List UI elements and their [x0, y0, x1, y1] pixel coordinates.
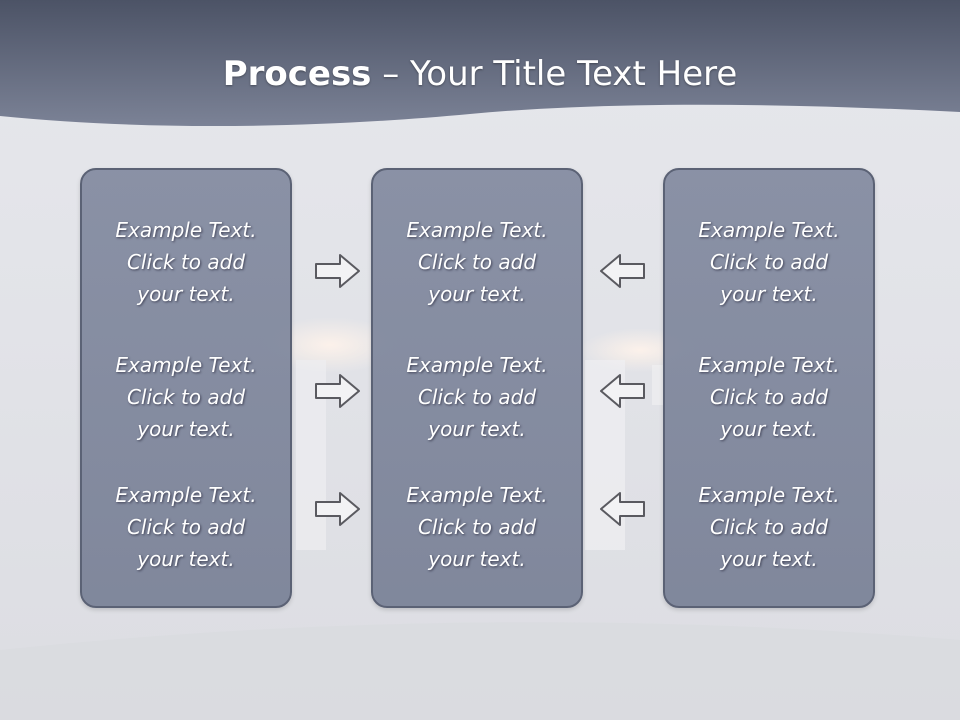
text-line: Example Text. [115, 353, 257, 377]
text-line: Click to add [417, 385, 537, 409]
text-line: your text. [428, 282, 526, 306]
right-arrow-icon [315, 254, 360, 288]
text-line: your text. [720, 417, 818, 441]
text-block: Example Text. Click to add your text. [373, 214, 581, 310]
text-line: Click to add [417, 515, 537, 539]
text-block: Example Text. Click to add your text. [82, 479, 290, 575]
text-block: Example Text. Click to add your text. [82, 349, 290, 445]
text-line: your text. [137, 417, 235, 441]
text-line: Click to add [709, 385, 829, 409]
panel-center: Example Text. Click to add your text. Ex… [371, 168, 583, 608]
panel-right: Example Text. Click to add your text. Ex… [663, 168, 875, 608]
text-block: Example Text. Click to add your text. [665, 479, 873, 575]
text-line: your text. [428, 417, 526, 441]
text-block: Example Text. Click to add your text. [373, 349, 581, 445]
text-line: your text. [720, 282, 818, 306]
text-line: Example Text. [406, 218, 548, 242]
left-arrow-icon [600, 374, 645, 408]
panel-left: Example Text. Click to add your text. Ex… [80, 168, 292, 608]
text-line: Click to add [126, 250, 246, 274]
text-line: Example Text. [698, 218, 840, 242]
text-block: Example Text. Click to add your text. [373, 479, 581, 575]
title-rest: – Your Title Text Here [371, 54, 738, 94]
left-arrow-icon [600, 254, 645, 288]
text-line: Example Text. [406, 353, 548, 377]
header-band [0, 0, 960, 127]
text-line: Example Text. [698, 353, 840, 377]
text-line: Click to add [709, 515, 829, 539]
text-line: Example Text. [406, 483, 548, 507]
text-line: Click to add [126, 515, 246, 539]
text-block: Example Text. Click to add your text. [665, 214, 873, 310]
right-arrow-icon [315, 374, 360, 408]
text-line: your text. [720, 547, 818, 571]
text-line: your text. [428, 547, 526, 571]
title-bold: Process [222, 54, 372, 94]
text-line: your text. [137, 547, 235, 571]
text-line: your text. [137, 282, 235, 306]
text-line: Click to add [126, 385, 246, 409]
text-line: Click to add [709, 250, 829, 274]
page-title: Process – Your Title Text Here [0, 52, 960, 96]
right-arrow-icon [315, 492, 360, 526]
left-arrow-icon [600, 492, 645, 526]
text-block: Example Text. Click to add your text. [665, 349, 873, 445]
text-line: Example Text. [115, 483, 257, 507]
text-line: Example Text. [115, 218, 257, 242]
text-line: Click to add [417, 250, 537, 274]
text-block: Example Text. Click to add your text. [82, 214, 290, 310]
text-line: Example Text. [698, 483, 840, 507]
